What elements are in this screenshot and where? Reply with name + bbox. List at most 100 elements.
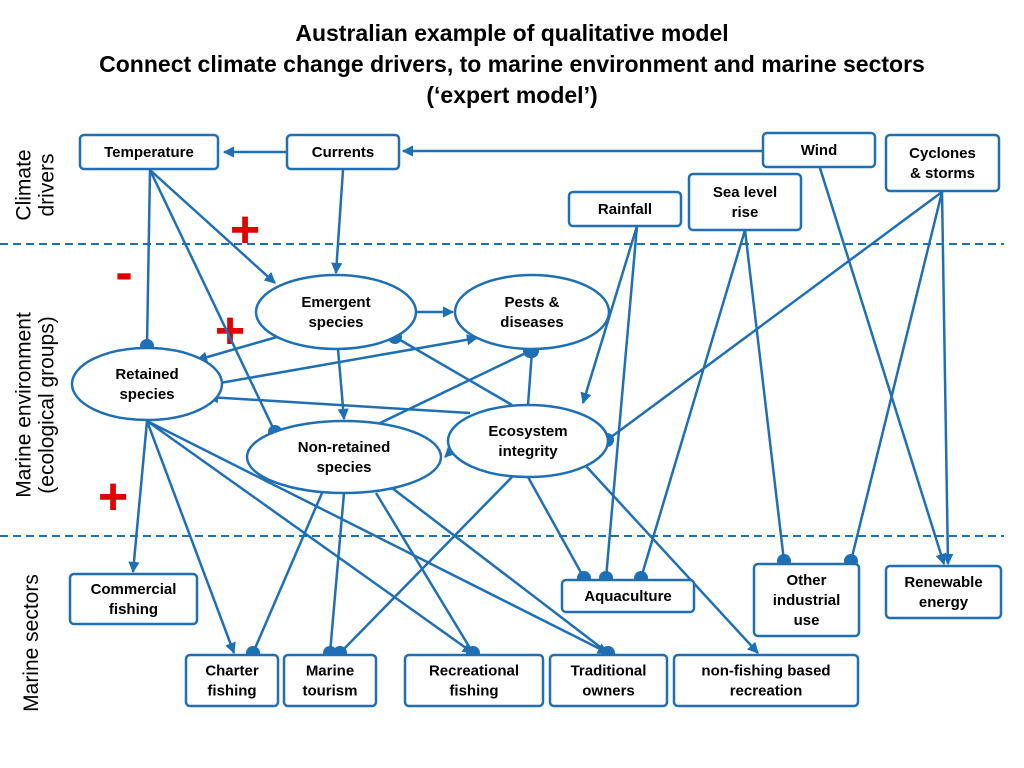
edge-temperature-to-emergent	[149, 169, 276, 284]
edge-cyclones-to-other_industrial	[849, 191, 944, 562]
node-label: Wind	[801, 142, 838, 159]
node-label: Marine	[306, 663, 354, 680]
edge-retained-to-recreational	[146, 419, 474, 655]
node-marine-tourism: Marine tourism	[282, 653, 378, 708]
marine-environment-label-text: (ecological groups)	[36, 316, 59, 493]
node-box	[672, 653, 860, 708]
climate-drivers-label-text: Climate	[13, 149, 36, 220]
climate-drivers-label-text: drivers	[36, 153, 59, 216]
edge-currents-to-emergent	[331, 169, 345, 275]
node-label: Charter	[205, 663, 259, 680]
node-box	[884, 564, 1003, 620]
node-box	[285, 133, 401, 171]
page-title: Australian example of qualitative model …	[0, 18, 1024, 111]
node-pests: Pests & diseases	[453, 273, 611, 351]
node-box	[687, 172, 803, 232]
node-commercial: Commercial fishing	[68, 572, 199, 626]
edge-nonretained-to-pests	[377, 349, 531, 426]
node-currents: Currents	[285, 133, 401, 171]
node-label: Ecosystem	[488, 423, 567, 440]
node-aquaculture: Aquaculture	[560, 578, 696, 614]
node-label: integrity	[498, 443, 558, 460]
node-label: tourism	[302, 683, 357, 700]
node-label: Sea level	[713, 184, 777, 201]
node-label: diseases	[500, 314, 563, 331]
edge-wind-to-renewable	[818, 167, 947, 566]
node-wind: Wind	[761, 131, 877, 169]
edge-ecosystem-to-nonfishing	[584, 464, 759, 654]
edge-nonretained-to-traditional	[391, 487, 609, 654]
edge-cyclones-to-renewable	[940, 191, 954, 566]
node-label: Emergent	[301, 294, 370, 311]
node-box	[403, 653, 545, 708]
edge-cyclones-to-ecosystem	[606, 190, 943, 442]
node-temperature: Temperature	[78, 133, 220, 171]
node-box	[282, 653, 378, 708]
edge-retained-to-commercial	[128, 420, 149, 574]
node-charter: Charter fishing	[184, 653, 280, 708]
edge-sea_level-to-other_industrial	[743, 229, 786, 562]
node-label: Aquaculture	[584, 588, 672, 605]
title-line-1: Australian example of qualitative model	[295, 20, 729, 46]
marine-sectors-label-text: Marine sectors	[20, 574, 43, 712]
node-label: fishing	[207, 683, 256, 700]
node-label: recreation	[730, 683, 803, 700]
node-ellipse	[70, 346, 224, 422]
node-label: species	[308, 314, 363, 331]
node-renewable: Renewable energy	[884, 564, 1003, 620]
edge-temperature-to-retained	[145, 169, 152, 347]
node-label: rise	[732, 204, 759, 221]
sign-mark: -	[115, 244, 132, 302]
node-label: species	[119, 386, 174, 403]
sign-mark: +	[230, 201, 260, 259]
node-box	[548, 653, 669, 708]
node-ellipse	[245, 419, 443, 495]
edge-temperature-to-nonretained	[148, 169, 277, 433]
edge-emergent-to-nonretained	[336, 348, 349, 421]
node-ellipse	[254, 273, 418, 351]
node-label: Traditional	[571, 663, 647, 680]
node-label: species	[316, 459, 371, 476]
edge-nonretained-to-charter	[251, 492, 324, 654]
node-label: industrial	[773, 592, 841, 609]
node-label: Cyclones	[909, 145, 976, 162]
node-label: Retained	[115, 366, 178, 383]
edge-rainfall-to-aquaculture	[604, 225, 639, 579]
marine-environment-label-text: Marine environment	[13, 312, 36, 498]
node-box	[184, 653, 280, 708]
node-label: Recreational	[429, 663, 519, 680]
node-label: & storms	[910, 165, 975, 182]
edge-sea_level-to-aquaculture	[639, 229, 747, 579]
node-label: energy	[919, 594, 969, 611]
node-label: non-fishing based	[701, 663, 830, 680]
node-ellipse	[446, 403, 610, 479]
node-cyclones: Cyclones & storms	[884, 133, 1001, 193]
node-label: Commercial	[91, 581, 177, 598]
node-box	[68, 572, 199, 626]
node-label: fishing	[449, 683, 498, 700]
node-ellipse	[453, 273, 611, 351]
node-box	[567, 190, 683, 228]
node-label: fishing	[109, 601, 158, 618]
edge-nonretained-to-recreational	[374, 492, 475, 654]
edge-ecosystem-to-retained	[206, 392, 471, 415]
node-label: Renewable	[904, 574, 982, 591]
node-rainfall: Rainfall	[567, 190, 683, 228]
node-nonfishing: non-fishing based recreation	[672, 653, 860, 708]
edge-retained-to-pests	[219, 334, 479, 385]
node-emergent: Emergent species	[254, 273, 418, 351]
edge-ecosystem-to-pests	[526, 350, 534, 406]
node-label: Other	[786, 572, 826, 589]
node-label: Pests &	[504, 294, 559, 311]
node-box	[560, 578, 696, 614]
node-retained: Retained species	[70, 346, 224, 422]
node-box	[884, 133, 1001, 193]
edge-ecosystem-to-emergent	[394, 335, 513, 407]
edge-retained-to-traditional	[146, 419, 610, 655]
node-box	[78, 133, 220, 171]
node-box	[761, 131, 877, 169]
edge-emergent-to-retained	[195, 335, 278, 363]
